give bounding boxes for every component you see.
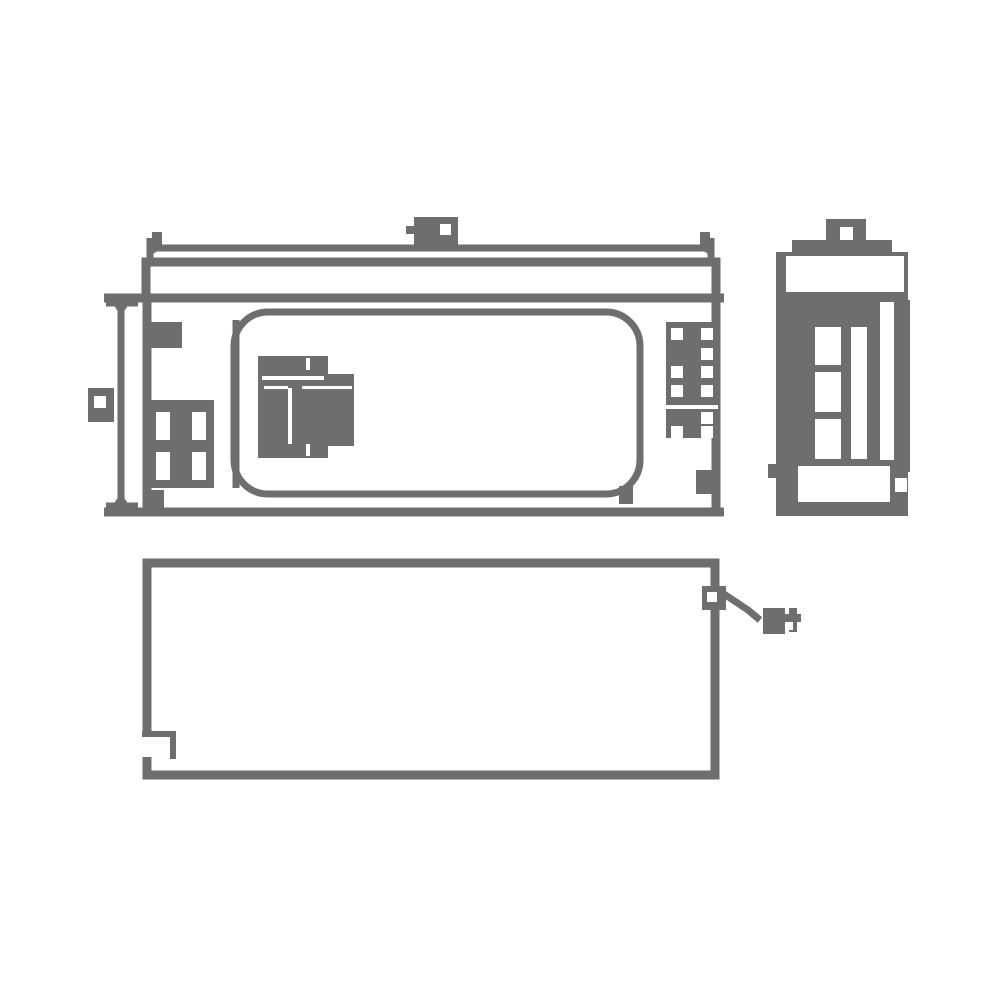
end-view-upper-window: [786, 256, 904, 292]
main-elevation-view: 1812 76: [88, 217, 724, 517]
right-panel-hole-7: [701, 385, 713, 397]
end-view-left-tick: [768, 464, 778, 478]
center-block-assembly: [258, 356, 354, 458]
corner-tick-top-left: [152, 232, 162, 248]
end-view-lower-window: [798, 466, 890, 502]
end-view-shoulder-left: [776, 240, 792, 252]
right-panel-hole-9: [671, 426, 683, 438]
center-block-notch-top: [306, 358, 310, 370]
plan-notch-top-edge: [142, 731, 176, 737]
plan-outline-rect: [142, 558, 720, 780]
corner-tick-bottom-right: [619, 486, 633, 504]
top-dimension-label-cutout: [440, 224, 451, 235]
upper-rail-outline: [141, 257, 721, 303]
right-panel-hole-8: [701, 412, 713, 424]
right-panel-hole-10: [701, 426, 713, 438]
plan-leader-note: R4: [702, 586, 801, 634]
left-grille-cutout-1: [156, 412, 170, 440]
left-grille-cutout-4: [192, 452, 206, 480]
right-perforated-panel: [666, 322, 718, 438]
plan-leader-anchor-hole: [707, 592, 717, 602]
right-panel-hole-1: [671, 328, 683, 340]
right-panel-hole-3: [701, 348, 713, 360]
plan-leader-line: [722, 591, 763, 623]
right-lower-bracket: [696, 470, 718, 494]
left-grille-cutout-3: [156, 452, 170, 480]
center-block-seam-vertical: [288, 388, 292, 444]
center-block-seam-left: [264, 386, 288, 389]
plan-outline-view: R4: [142, 558, 801, 780]
end-view-slot-2: [815, 372, 841, 412]
end-view-right-channel: [880, 300, 894, 460]
plan-leader-label-plate: [763, 608, 785, 634]
corner-tick-bottom-left: [150, 490, 164, 510]
top-dimension-label-tab: [406, 226, 418, 234]
plan-notch-side-edge: [170, 731, 176, 759]
end-view-slot-1: [815, 327, 841, 365]
center-block-b: [292, 374, 354, 446]
left-dimension-arrow-top: [113, 304, 129, 316]
left-dimension-label-cutout: [94, 396, 106, 408]
end-view: [768, 219, 910, 516]
end-view-lower-right-hole: [895, 478, 907, 492]
top-dimension: 1812: [146, 217, 715, 262]
left-dimension-arrow-bottom: [113, 493, 129, 505]
right-panel-divider: [666, 405, 718, 409]
center-block-seam-right: [302, 386, 352, 389]
end-view-tall-slot: [851, 327, 867, 459]
right-panel-hole-6: [671, 385, 683, 397]
corner-tick-top-right: [700, 232, 710, 248]
left-grille-cutout-2: [192, 412, 206, 440]
left-louvre-grille: [150, 400, 214, 488]
right-panel-hole-5: [701, 366, 713, 378]
end-view-top-tab-hole: [840, 227, 853, 240]
end-view-shoulder-right: [892, 240, 908, 252]
left-stub-bracket: [150, 322, 182, 348]
center-block-notch-bottom: [306, 444, 310, 456]
upper-rail-band: [104, 257, 724, 303]
left-dimension: 76: [88, 299, 138, 510]
end-view-right-rail: [896, 300, 910, 472]
right-panel-hole-2: [701, 328, 713, 340]
end-view-slot-3: [815, 419, 841, 459]
plan-leader-label-stem: [789, 608, 797, 632]
center-block-seam-top: [262, 376, 324, 380]
plan-notch-cutout: [142, 735, 174, 757]
right-panel-hole-4: [671, 366, 683, 378]
plan-leader-label-cutout: [785, 622, 793, 630]
